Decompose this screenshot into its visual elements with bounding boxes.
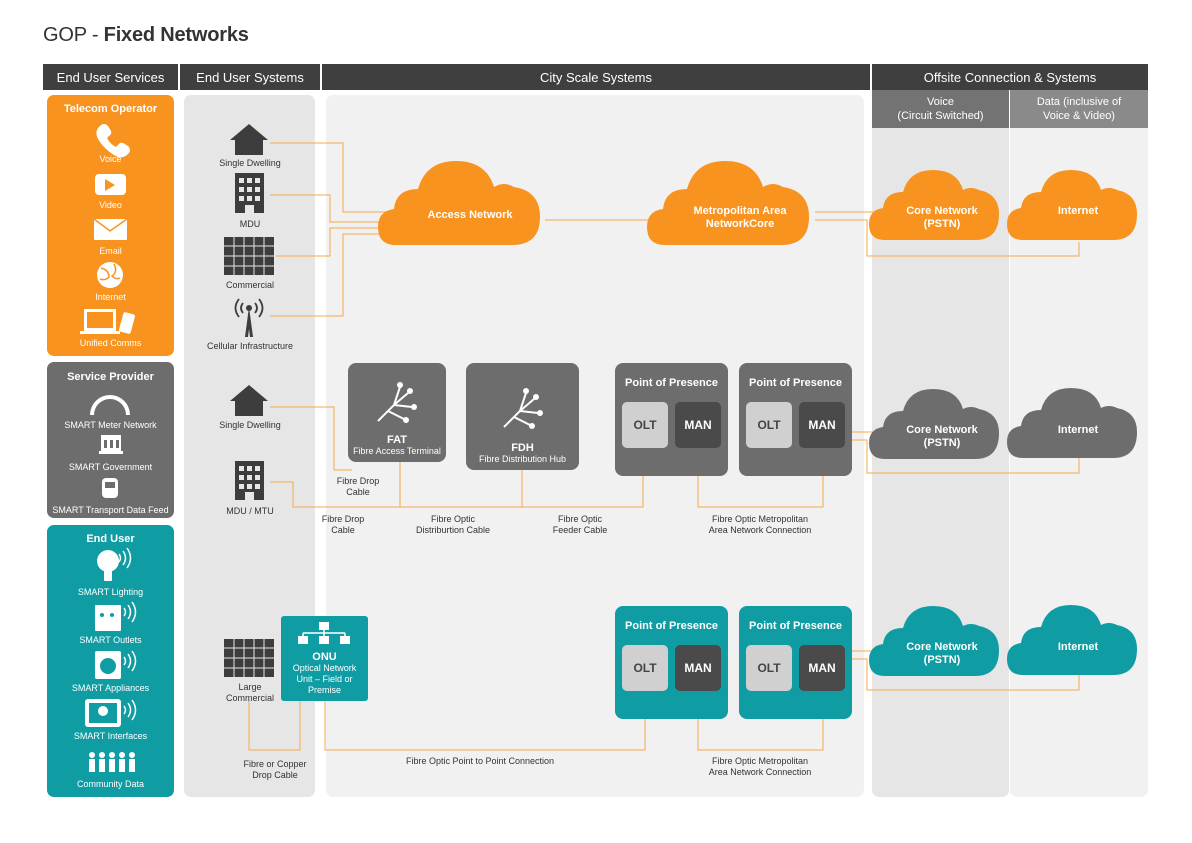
globe-icon bbox=[97, 262, 123, 288]
service-smart-lighting-label: SMART Lighting bbox=[77, 587, 144, 597]
p2p-connection-label: Fibre Optic Point to Point Connection bbox=[405, 756, 555, 766]
fat-title: FAT bbox=[387, 434, 407, 446]
access-network-label: Access Network bbox=[427, 209, 513, 221]
service-smart-meter-label: SMART Meter Network bbox=[64, 420, 157, 430]
man-chip: MAN bbox=[799, 402, 845, 448]
fibre-icon-fdh bbox=[503, 388, 543, 429]
bulb-icon bbox=[97, 550, 119, 581]
fat-subtitle: Fibre Access Terminal bbox=[353, 446, 441, 456]
gauge-icon bbox=[90, 395, 130, 415]
system-cellular: Cellular Infrastructure bbox=[206, 341, 294, 351]
pop-box-row2-right: Point of Presence OLT MAN bbox=[739, 363, 852, 476]
service-voice-label: Voice bbox=[99, 154, 122, 164]
pop-box-row2-left: Point of Presence OLT MAN bbox=[615, 363, 728, 476]
header-city-scale: City Scale Systems bbox=[322, 64, 870, 90]
service-internet-label: Internet bbox=[95, 292, 126, 302]
system-single-dwelling-row1: Single Dwelling bbox=[219, 158, 281, 168]
internet-label-row3: Internet bbox=[1057, 641, 1099, 653]
internet-cloud-row3 bbox=[1007, 605, 1137, 675]
internet-label-row2: Internet bbox=[1057, 424, 1099, 436]
end-user-title: End User bbox=[86, 533, 135, 545]
system-single-dwelling-row2: Single Dwelling bbox=[219, 420, 281, 430]
service-smart-appliances-label: SMART Appliances bbox=[71, 683, 150, 693]
service-smart-interfaces-label: SMART Interfaces bbox=[73, 731, 148, 741]
pop-box-row3-right: Point of Presence OLT MAN bbox=[739, 606, 852, 719]
phone-icon bbox=[96, 124, 130, 158]
onu-network-icon bbox=[298, 622, 350, 644]
system-mdu-mtu-row2: MDU / MTU bbox=[226, 506, 274, 516]
core-network-label-row2: Core Network(PSTN) bbox=[906, 424, 978, 449]
mobile-icon bbox=[119, 312, 135, 334]
core-network-label-row1: Core Network(PSTN) bbox=[906, 205, 978, 230]
onu-title: ONU bbox=[312, 651, 337, 663]
header-end-user-services: End User Services bbox=[43, 64, 178, 90]
core-network-label-row3: Core Network(PSTN) bbox=[906, 641, 978, 666]
service-unified-comms-label: Unified Comms bbox=[79, 338, 142, 348]
header-end-user-systems: End User Systems bbox=[180, 64, 320, 90]
fat-box: FAT Fibre Access Terminal bbox=[348, 363, 446, 462]
header-offsite: Offsite Connection & Systems bbox=[872, 64, 1148, 90]
system-commercial-row1: Commercial bbox=[225, 280, 274, 290]
olt-chip: OLT bbox=[622, 645, 668, 691]
fdh-title: FDH bbox=[511, 442, 534, 454]
man-chip: MAN bbox=[675, 402, 721, 448]
pop-title: Point of Presence bbox=[625, 377, 718, 389]
onu-line2: Unit – Field or bbox=[296, 674, 353, 684]
cell-tower-icon bbox=[245, 307, 253, 337]
service-smart-government-label: SMART Government bbox=[68, 462, 153, 472]
pop-box-row3-left: Point of Presence OLT MAN bbox=[615, 606, 728, 719]
service-smart-transport-label: SMART Transport Data Feed bbox=[52, 505, 169, 515]
service-community-data-label: Community Data bbox=[76, 779, 145, 789]
pop-title: Point of Presence bbox=[749, 620, 842, 632]
outlet-icon bbox=[95, 605, 121, 631]
access-network-cloud bbox=[378, 161, 540, 245]
subheader-voice: Voice(Circuit Switched) bbox=[872, 90, 1009, 128]
olt-chip: OLT bbox=[746, 402, 792, 448]
onu-line1: Optical Network bbox=[292, 663, 357, 673]
service-provider-title: Service Provider bbox=[67, 371, 154, 383]
man-chip: MAN bbox=[799, 645, 845, 691]
page-title: GOP - Fixed Networks bbox=[43, 24, 249, 46]
community-icon bbox=[89, 752, 135, 772]
internet-cloud-row2 bbox=[1007, 388, 1137, 458]
house-icon-row1 bbox=[230, 124, 268, 155]
service-email-label: Email bbox=[99, 246, 122, 256]
onu-box: ONU Optical Network Unit – Field or Prem… bbox=[281, 616, 368, 701]
metro-network-cloud bbox=[647, 161, 809, 245]
service-video-label: Video bbox=[99, 200, 122, 210]
pop-title: Point of Presence bbox=[625, 620, 718, 632]
service-smart-outlets-label: SMART Outlets bbox=[79, 635, 142, 645]
onu-line3: Premise bbox=[307, 685, 341, 695]
man-chip: MAN bbox=[675, 645, 721, 691]
system-mdu-row1: MDU bbox=[239, 219, 261, 229]
olt-chip: OLT bbox=[746, 645, 792, 691]
olt-chip: OLT bbox=[622, 402, 668, 448]
pop-title: Point of Presence bbox=[749, 377, 842, 389]
fdh-box: FDH Fibre Distribution Hub bbox=[466, 363, 579, 470]
telecom-operator-title: Telecom Operator bbox=[63, 103, 158, 115]
fdh-subtitle: Fibre Distribution Hub bbox=[478, 454, 567, 464]
internet-label-row1: Internet bbox=[1057, 205, 1099, 217]
fibre-icon-fat bbox=[377, 382, 417, 423]
house-icon-row2 bbox=[230, 385, 268, 416]
